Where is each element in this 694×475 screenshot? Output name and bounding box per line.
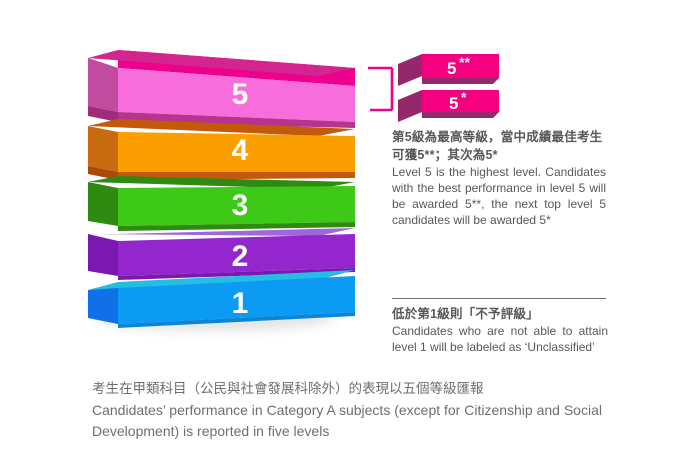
level-4-top-plate: [88, 119, 355, 136]
level-2-number: 2: [232, 240, 249, 273]
figure-caption-en: Candidates’ performance in Category A su…: [92, 402, 602, 439]
level-2-left-face: [88, 234, 118, 276]
bracket-shape: [368, 66, 394, 112]
badge-5-single-star: 5 *: [398, 89, 499, 122]
level-3-bevel: [118, 222, 355, 231]
level-2-top-plate: [88, 228, 355, 236]
note-unclassified: 低於第1級則「不予評級」 Candidates who are not able…: [392, 305, 608, 355]
badge-5s-front-face: [422, 92, 499, 112]
badge-5-double-star: 5 **: [398, 54, 499, 86]
note-unclassified-zh: 低於第1級則「不予評級」: [392, 307, 539, 321]
level-5-top-plate: [88, 50, 355, 76]
badge-5s-side-face: [398, 90, 422, 122]
level-5-bevel-left: [88, 106, 118, 122]
level-3-top-plate: [88, 176, 355, 189]
bracket-connector: [368, 63, 402, 115]
note-unclassified-en: Candidates who are not able to attain le…: [392, 324, 608, 354]
level-block-3: 3: [88, 176, 355, 231]
level-5-front-face: [118, 68, 355, 122]
level-1-top-plate: [88, 270, 355, 290]
badge-5ss-side-face: [398, 54, 422, 86]
note-level-5-en: Level 5 is the highest level. Candidates…: [392, 165, 606, 227]
level-3-left-face: [88, 182, 118, 226]
level-1-left-face: [88, 288, 118, 324]
level-3-number: 3: [232, 189, 249, 222]
level-stack: 5 4 3 2: [0, 0, 400, 360]
level-block-1: 1: [88, 270, 355, 328]
badge-5s-bottom-bevel: [422, 112, 499, 118]
level-4-front-face: [118, 132, 355, 172]
badge-5s-number: 5: [449, 94, 458, 113]
badge-5ss-bottom-bevel: [422, 78, 499, 84]
badge-5ss-front-face: [422, 56, 499, 78]
level-block-2: 2: [88, 228, 355, 280]
note-level-5: 第5級為最高等級，當中成績最佳考生可獲5**；其次為5* Level 5 is …: [392, 128, 606, 228]
level-block-4: 4: [88, 119, 355, 180]
level-4-number: 4: [232, 134, 249, 167]
badge-5ss-stars: **: [459, 54, 470, 70]
level-1-bevel: [118, 312, 355, 328]
level-5-bevel: [118, 112, 355, 128]
level-2-front-face: [118, 234, 355, 276]
figure-caption: 考生在甲類科目（公民與社會發展科除外）的表現以五個等級匯報 Candidates…: [92, 378, 652, 442]
level-5-left-shade: [88, 58, 118, 112]
note-level-5-zh: 第5級為最高等級，當中成績最佳考生可獲5**；其次為5*: [392, 130, 603, 162]
level-1-front-face: [118, 276, 355, 324]
level-1-number: 1: [232, 287, 249, 320]
level-4-bevel-left: [88, 166, 118, 180]
level-5-number: 5: [232, 78, 249, 111]
badge-5s-stars: *: [461, 89, 467, 105]
top-grade-badges: 5 ** 5 *: [395, 52, 515, 124]
level-block-5: 5: [88, 50, 355, 128]
level-3-front-face: [118, 186, 355, 226]
level-2-bevel: [118, 268, 355, 280]
level-4-left-face: [88, 126, 118, 172]
note-divider: [392, 298, 606, 299]
figure-caption-zh: 考生在甲類科目（公民與社會發展科除外）的表現以五個等級匯報: [92, 381, 484, 396]
badge-5ss-number: 5: [447, 59, 456, 78]
